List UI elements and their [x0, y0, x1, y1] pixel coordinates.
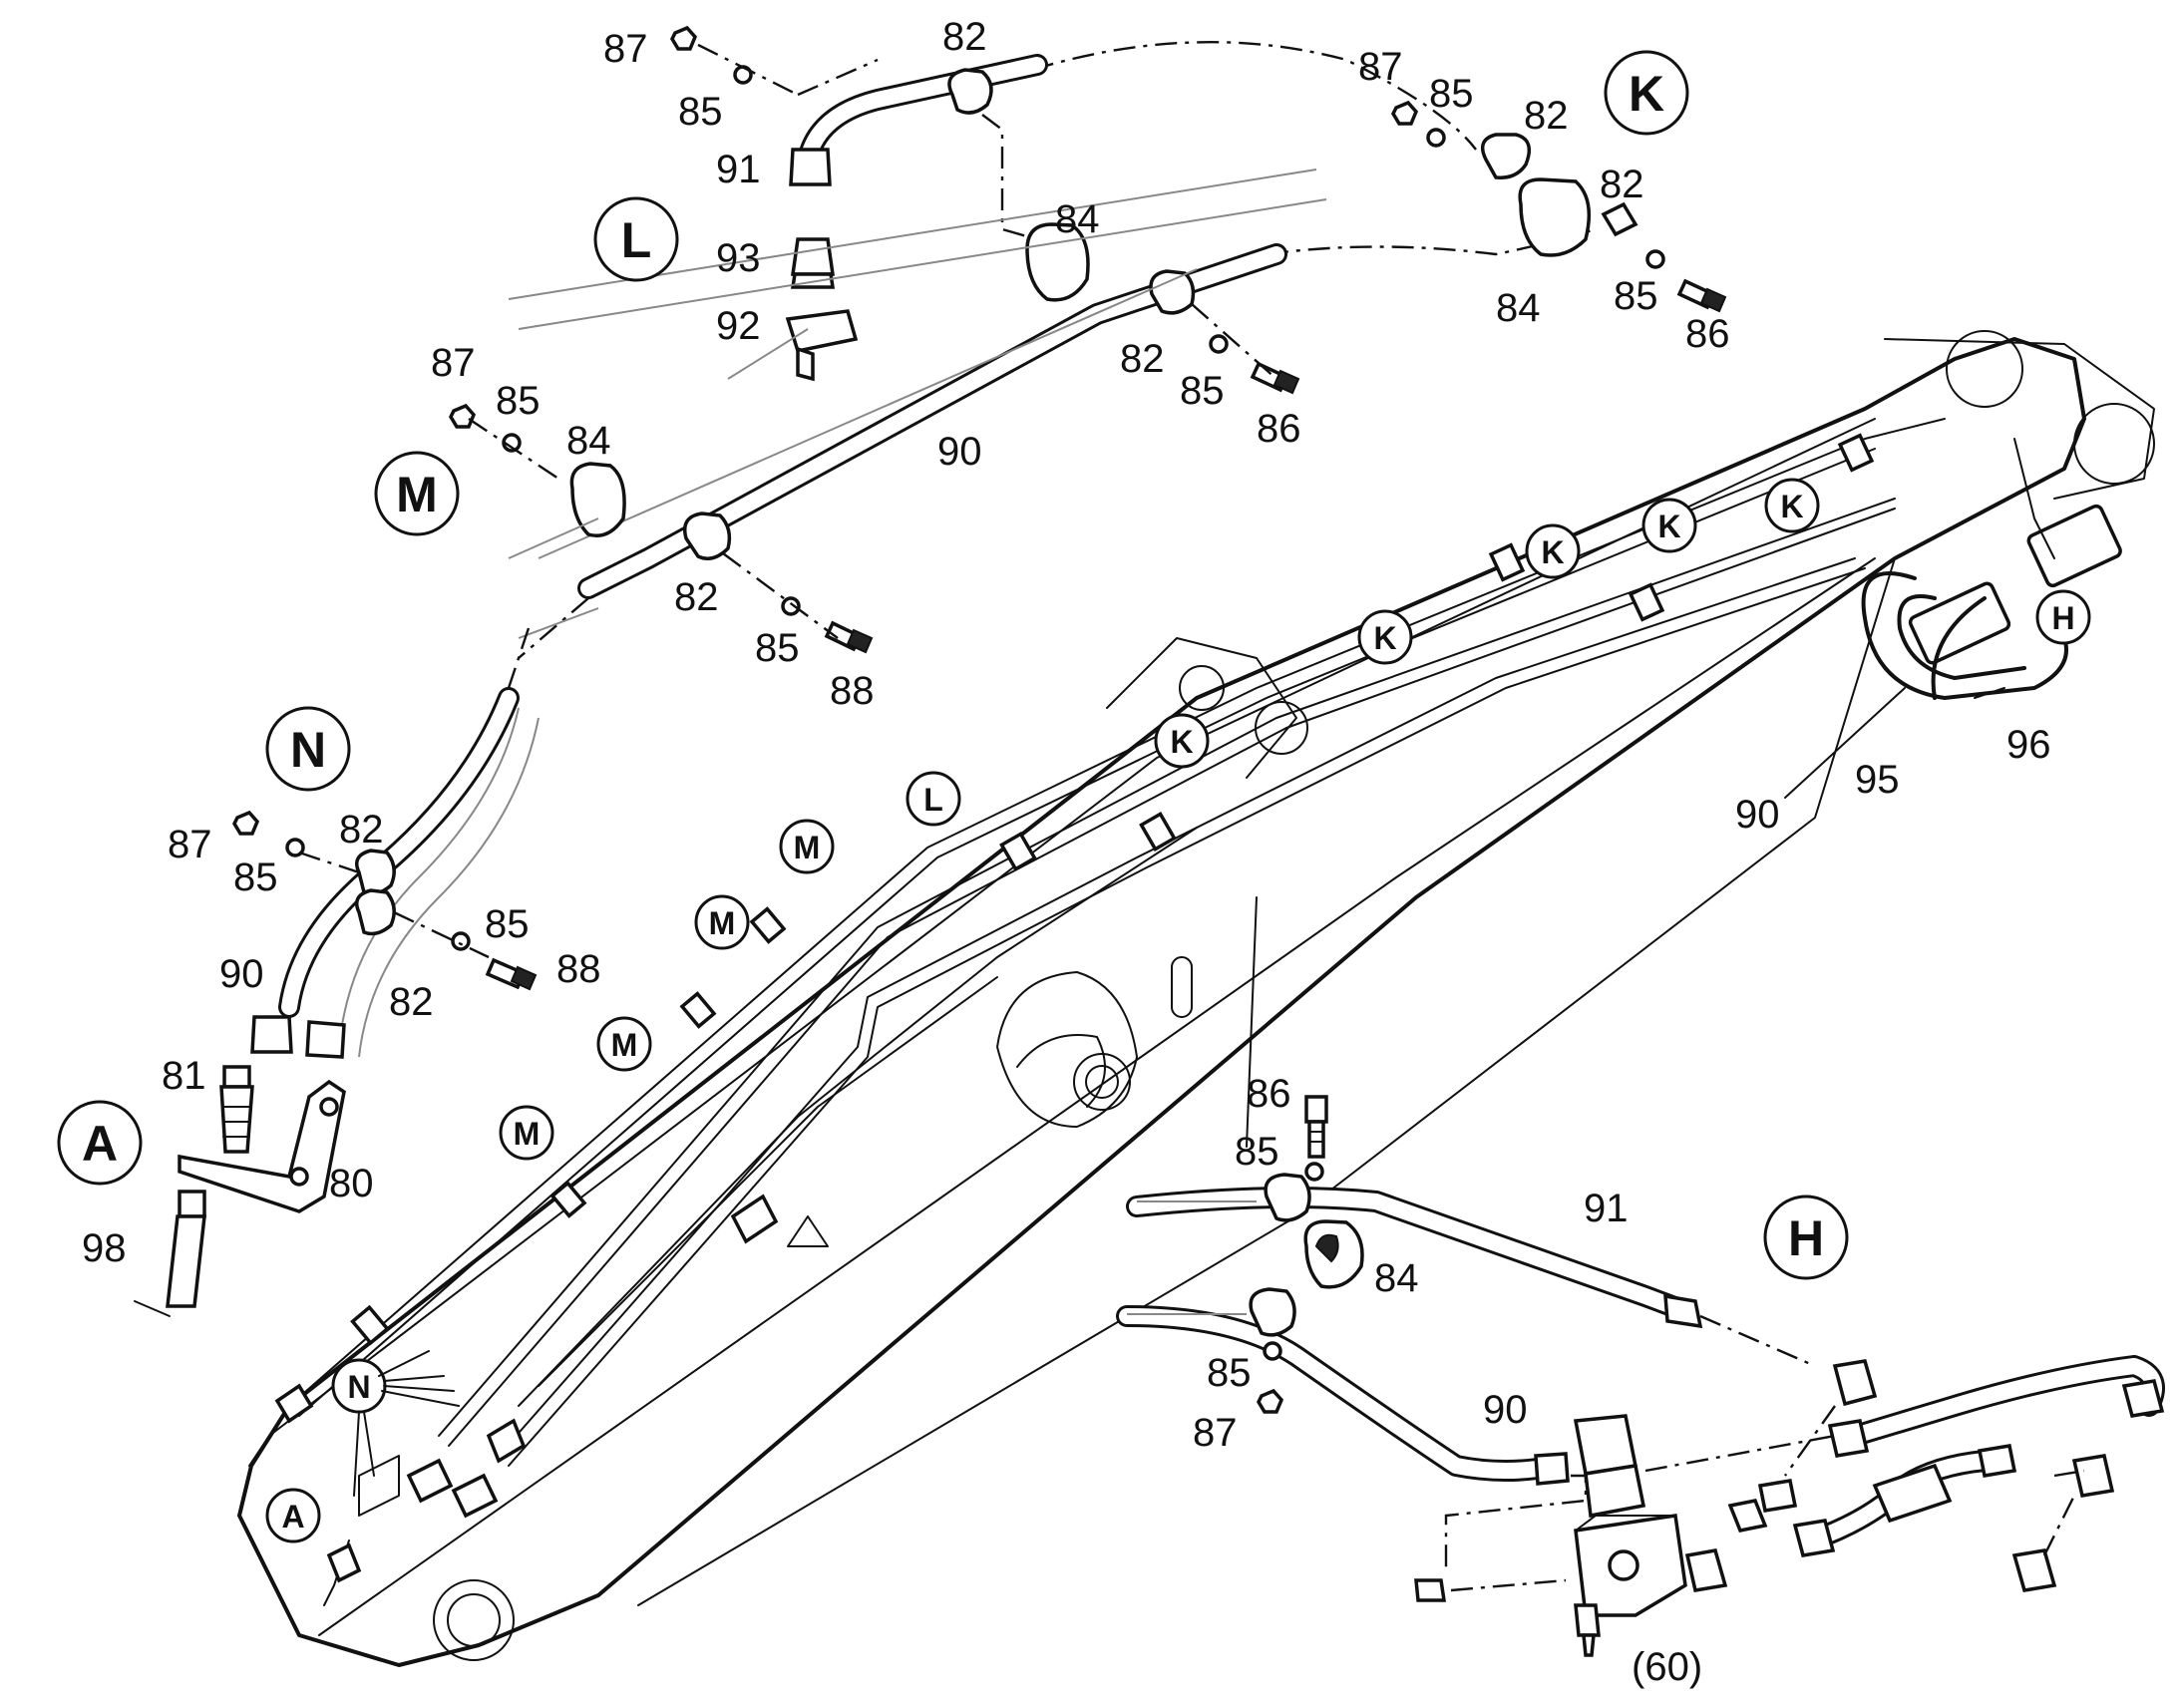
part-82-L2: 82 — [1120, 337, 1165, 381]
part-85-H2: 85 — [1207, 1351, 1252, 1395]
part-91-H: 91 — [1584, 1187, 1629, 1230]
part-85-M: 85 — [496, 379, 541, 423]
svg-text:K: K — [1373, 620, 1396, 656]
part-87-L: 87 — [603, 27, 648, 71]
part-85-K: 85 — [1429, 72, 1474, 116]
part-86-K: 86 — [1685, 312, 1730, 356]
svg-text:N: N — [290, 722, 326, 778]
detail-K-group — [1031, 41, 1727, 313]
svg-text:K: K — [1780, 489, 1803, 524]
detail-A-group — [134, 1065, 346, 1317]
part-82-N: 82 — [339, 808, 384, 852]
part-87-K: 87 — [1358, 45, 1403, 89]
svg-text:K: K — [1629, 66, 1664, 122]
part-82-L: 82 — [942, 15, 987, 59]
svg-text:K: K — [1657, 509, 1680, 544]
part-85-K2: 85 — [1614, 274, 1658, 318]
part-85-M2: 85 — [755, 626, 800, 670]
svg-text:M: M — [794, 830, 821, 865]
part-86-L: 86 — [1257, 407, 1301, 451]
callout-N-small: N — [331, 1358, 387, 1414]
detail-L-group — [508, 25, 1327, 599]
part-92: 92 — [716, 304, 761, 348]
svg-text:M: M — [709, 905, 736, 941]
part-80: 80 — [329, 1162, 374, 1205]
part-60-valve: (60) — [1632, 1645, 1702, 1689]
part-85-L2: 85 — [1180, 369, 1225, 413]
callout-M-small-4: M — [499, 1105, 554, 1161]
svg-text:M: M — [514, 1116, 541, 1152]
svg-text:A: A — [82, 1116, 118, 1172]
part-84-M: 84 — [566, 419, 611, 463]
part-82-K2: 82 — [1600, 163, 1644, 206]
part-82-K: 82 — [1524, 94, 1569, 138]
detail-M-group — [449, 403, 874, 659]
callout-L-small: L — [906, 771, 961, 827]
part-90-boom: 90 — [1735, 793, 1780, 837]
callout-M-small-3: M — [596, 1016, 652, 1072]
callout-M-large: M — [374, 451, 460, 536]
svg-text:M: M — [611, 1027, 638, 1063]
part-87-N: 87 — [168, 823, 212, 866]
part-84-H: 84 — [1374, 1256, 1419, 1300]
svg-text:K: K — [1170, 724, 1193, 760]
part-87-H: 87 — [1193, 1411, 1238, 1455]
part-88-M: 88 — [830, 669, 875, 713]
part-95: 95 — [1855, 758, 1900, 802]
callout-K-small-3: K — [1764, 478, 1820, 533]
callout-K-large: K — [1604, 50, 1689, 136]
svg-text:M: M — [396, 467, 438, 522]
callout-M-small-1: M — [779, 819, 835, 874]
callout-M-small-2: M — [694, 894, 750, 950]
boom-hose-run — [274, 418, 1946, 1606]
callout-K-small-1: K — [1525, 523, 1581, 579]
svg-text:A: A — [281, 1499, 304, 1535]
callout-A-large: A — [57, 1100, 143, 1186]
callout-H-small: H — [2035, 589, 2091, 645]
part-90-N: 90 — [219, 952, 264, 996]
callout-N-large: N — [265, 706, 351, 792]
part-85-N: 85 — [233, 855, 278, 899]
svg-text:H: H — [1788, 1210, 1824, 1266]
svg-text:L: L — [923, 782, 943, 818]
boom-head-valves — [1784, 438, 2122, 799]
part-85-N2: 85 — [485, 902, 530, 946]
part-86-H: 86 — [1247, 1072, 1291, 1116]
detail-H-group — [1116, 1095, 2165, 1657]
part-85-H: 85 — [1235, 1130, 1279, 1174]
part-87-M: 87 — [431, 341, 476, 385]
part-93: 93 — [716, 236, 761, 280]
detail-N-group — [232, 627, 540, 1059]
part-82-N2: 82 — [389, 980, 434, 1024]
part-90-L: 90 — [937, 430, 982, 474]
callout-K-small-4: K — [1357, 609, 1413, 665]
part-85-L: 85 — [678, 90, 723, 134]
part-91-L: 91 — [716, 148, 761, 191]
callout-K-small-5: K — [1154, 713, 1210, 769]
svg-text:K: K — [1541, 534, 1564, 570]
callout-H-large: H — [1763, 1195, 1849, 1280]
part-numbers: 87 85 82 91 93 92 84 82 85 86 90 87 85 8… — [82, 15, 2051, 1689]
part-82-M: 82 — [674, 575, 719, 619]
callout-L-large: L — [593, 196, 679, 282]
part-81: 81 — [162, 1054, 206, 1098]
part-84-K: 84 — [1496, 286, 1541, 330]
svg-text:H: H — [2051, 600, 2074, 636]
boom-structure — [237, 330, 2155, 1667]
svg-text:L: L — [621, 212, 652, 268]
part-98: 98 — [82, 1226, 127, 1270]
part-88-N: 88 — [556, 947, 601, 991]
callout-K-small-2: K — [1641, 498, 1697, 553]
part-84-L: 84 — [1055, 197, 1100, 241]
part-96: 96 — [2006, 723, 2051, 767]
svg-text:N: N — [347, 1369, 370, 1405]
callout-A-small: A — [265, 1488, 321, 1543]
part-90-H: 90 — [1483, 1388, 1528, 1432]
